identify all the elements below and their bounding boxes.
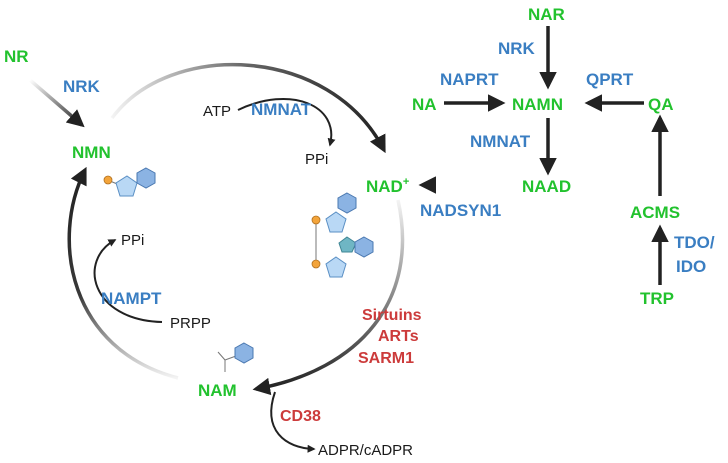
metabolite-na: NA <box>412 95 437 114</box>
metabolite-qa: QA <box>648 95 674 114</box>
cofactor-atp: ATP <box>203 103 231 120</box>
cofactor-ppi-top: PPi <box>305 151 328 168</box>
enzyme-nampt: NAMPT <box>101 289 162 308</box>
nmn-to-nad-arc <box>110 62 386 154</box>
consumer-sirtuins: Sirtuins <box>362 307 422 324</box>
nam-molecule-icon <box>217 342 254 372</box>
nam-to-adpr-arrow <box>270 391 316 453</box>
enzyme-nrk-right: NRK <box>498 39 536 58</box>
enzyme-qprt: QPRT <box>586 70 634 89</box>
consumer-sarm1: SARM1 <box>358 350 414 367</box>
nmn-molecule-icon <box>103 167 156 197</box>
nam-to-nmn-arc <box>67 166 179 380</box>
nr-to-nmn-arrow <box>28 78 85 128</box>
cofactor-ppi-left: PPi <box>121 232 144 249</box>
enzyme-nadsyn1: NADSYN1 <box>420 201 501 220</box>
enzyme-tdo-ido-line2: IDO <box>676 257 706 276</box>
metabolite-nar: NAR <box>528 5 565 24</box>
enzyme-nmnat-top: NMNAT <box>251 100 312 119</box>
metabolite-trp: TRP <box>640 289 674 308</box>
enzyme-naprt: NAPRT <box>440 70 499 89</box>
prpp-to-ppi-arrow <box>93 239 163 323</box>
nad-molecule-icon <box>311 192 374 278</box>
enzyme-nmnat-right: NMNAT <box>470 132 531 151</box>
enzyme-nrk-left: NRK <box>63 77 101 96</box>
atp-to-ppi-arrow <box>237 97 336 147</box>
metabolite-nam: NAM <box>198 381 237 400</box>
metabolite-nmn: NMN <box>72 143 111 162</box>
cofactor-prpp: PRPP <box>170 315 211 332</box>
cofactor-adpr: ADPR/cADPR <box>318 442 413 459</box>
enzyme-tdo-ido-line1: TDO/ <box>674 233 715 252</box>
metabolite-nr: NR <box>4 47 29 66</box>
metabolite-nad: NAD+ <box>366 176 409 196</box>
metabolite-acms: ACMS <box>630 203 680 222</box>
consumer-cd38: CD38 <box>280 408 321 425</box>
metabolite-namn: NAMN <box>512 95 563 114</box>
consumer-arts: ARTs <box>378 328 419 345</box>
metabolite-naad: NAAD <box>522 177 571 196</box>
nad-to-nam-arc <box>252 199 405 396</box>
